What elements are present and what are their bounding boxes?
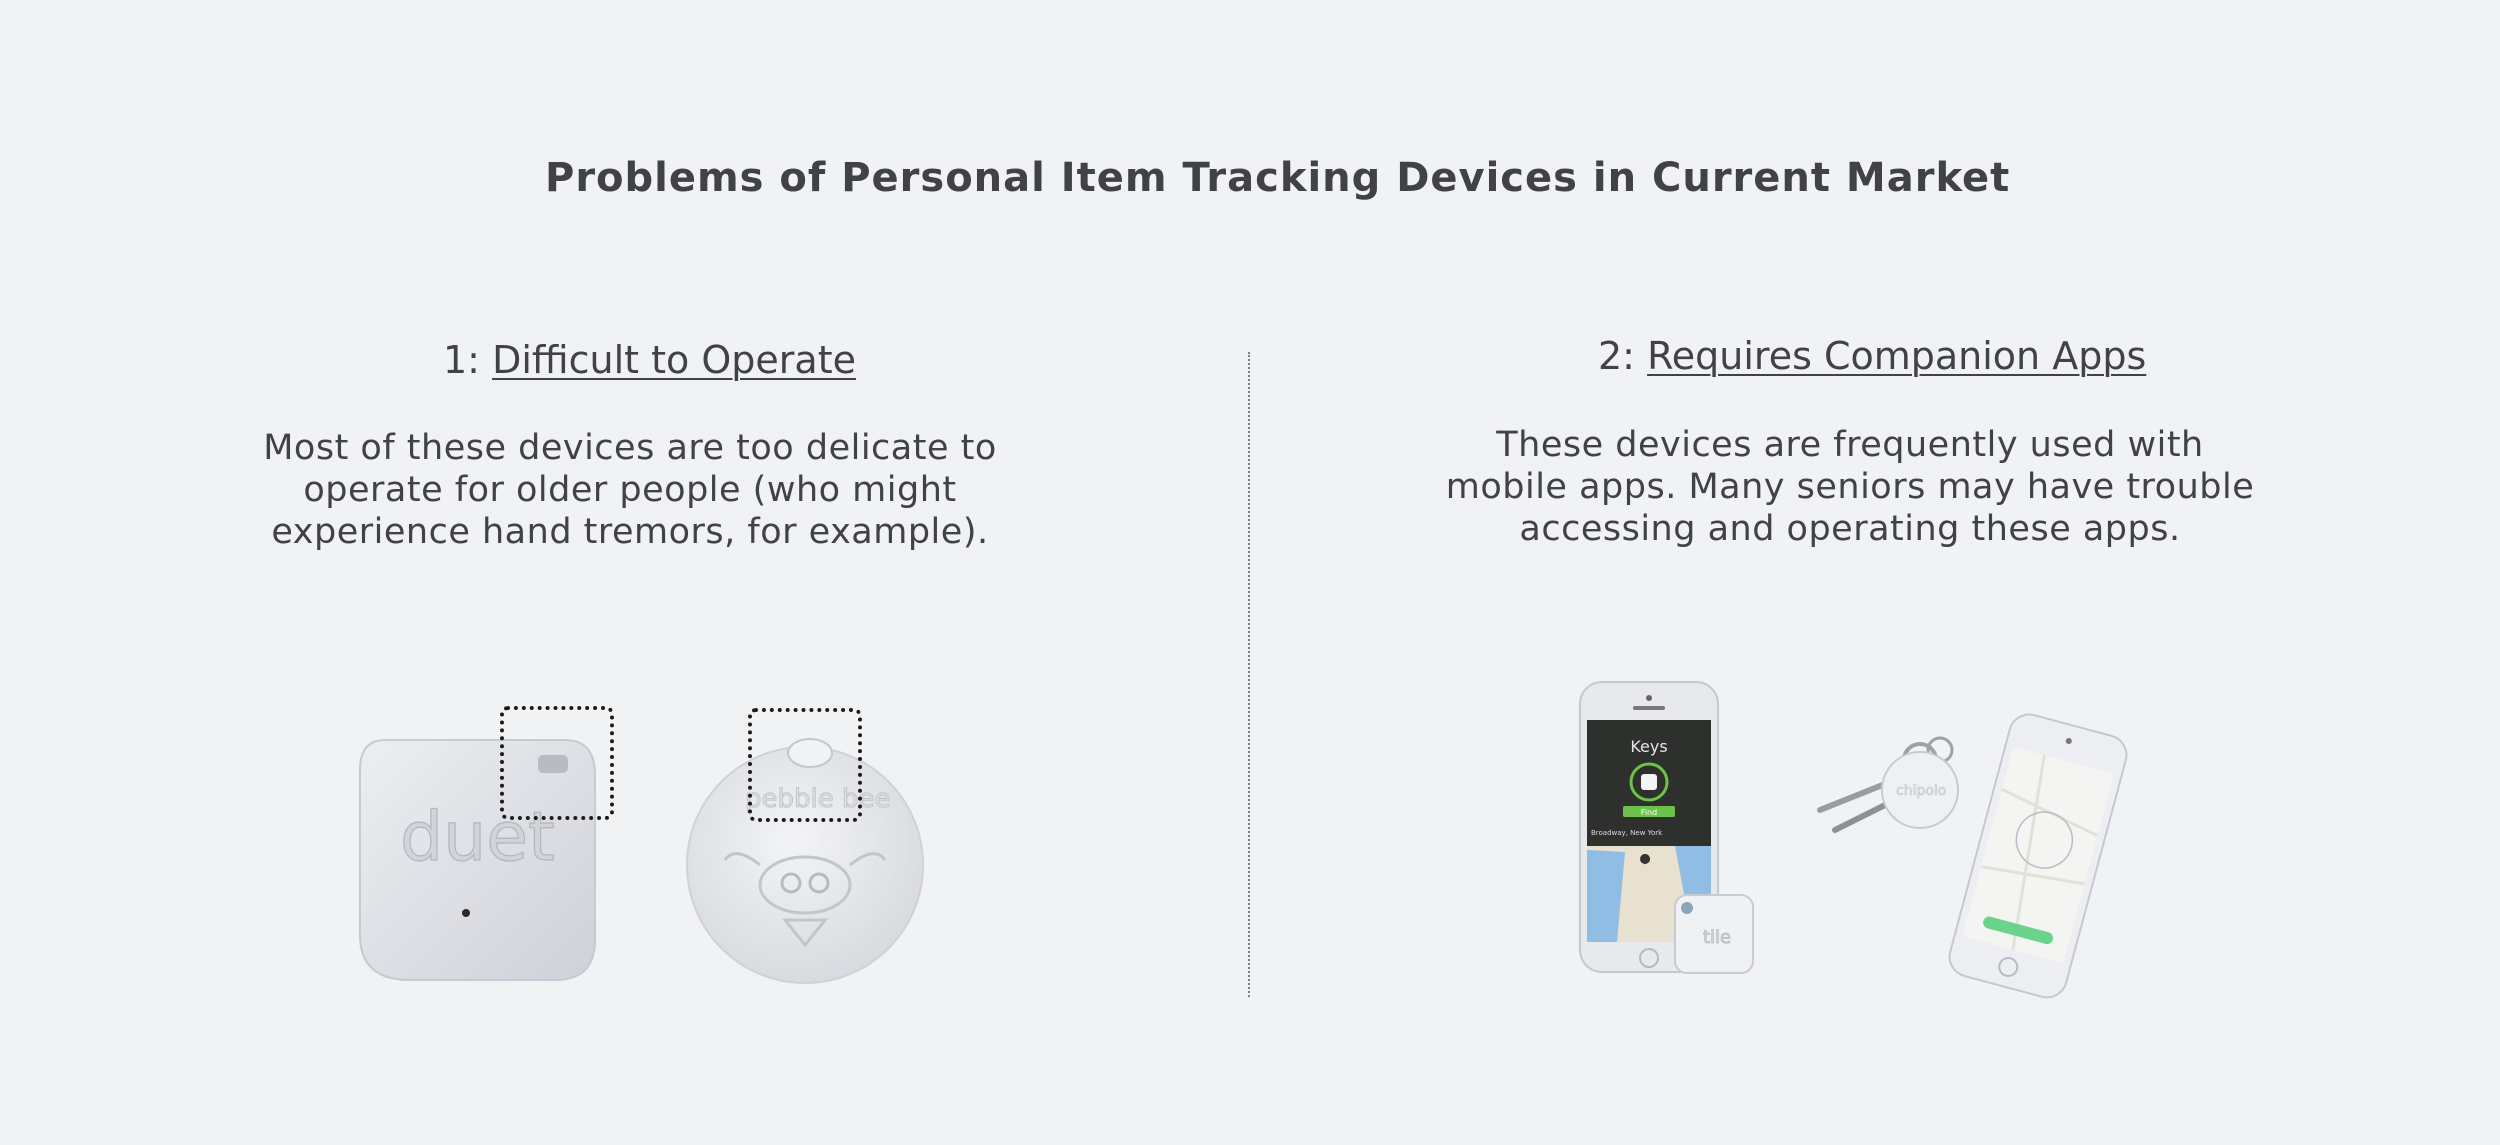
problem-2-description: These devices are frequently used with m… <box>1445 425 2255 549</box>
pebblebee-tracker-image: pebble bee <box>686 738 924 984</box>
problem-1-heading: 1: Difficult to Operate <box>443 338 856 382</box>
chipolo-phone <box>1948 713 2128 999</box>
problem-1-description: Most of these devices are too delicate t… <box>263 428 997 552</box>
phone-find-button: Find <box>1641 808 1657 817</box>
chipolo-logo: chipolo <box>1896 783 1946 799</box>
problem-2-number: 2: <box>1598 334 1635 378</box>
problem-1-title: Difficult to Operate <box>492 338 856 382</box>
phone-location-text: Broadway, New York <box>1591 829 1663 837</box>
phone-tile-app-image: Keys Find Broadway, New York tile <box>1579 681 1754 974</box>
chipolo-keys-phone-image: chipolo <box>1817 713 2128 999</box>
pebblebee-highlight-box <box>748 708 862 822</box>
phone-app-title: Keys <box>1630 737 1667 756</box>
problem-2-title: Requires Companion Apps <box>1647 334 2147 378</box>
duet-tracker-image: duet <box>359 739 596 981</box>
duet-highlight-box <box>500 706 614 820</box>
duet-logo: duet <box>400 798 555 877</box>
tile-logo: tile <box>1703 927 1731 948</box>
pebblebee-logo: pebble bee <box>745 784 891 814</box>
problem-1-number: 1: <box>443 338 480 382</box>
page-title: Problems of Personal Item Tracking Devic… <box>545 155 2011 201</box>
column-divider <box>1248 352 1250 997</box>
problem-2-heading: 2: Requires Companion Apps <box>1598 334 2146 378</box>
